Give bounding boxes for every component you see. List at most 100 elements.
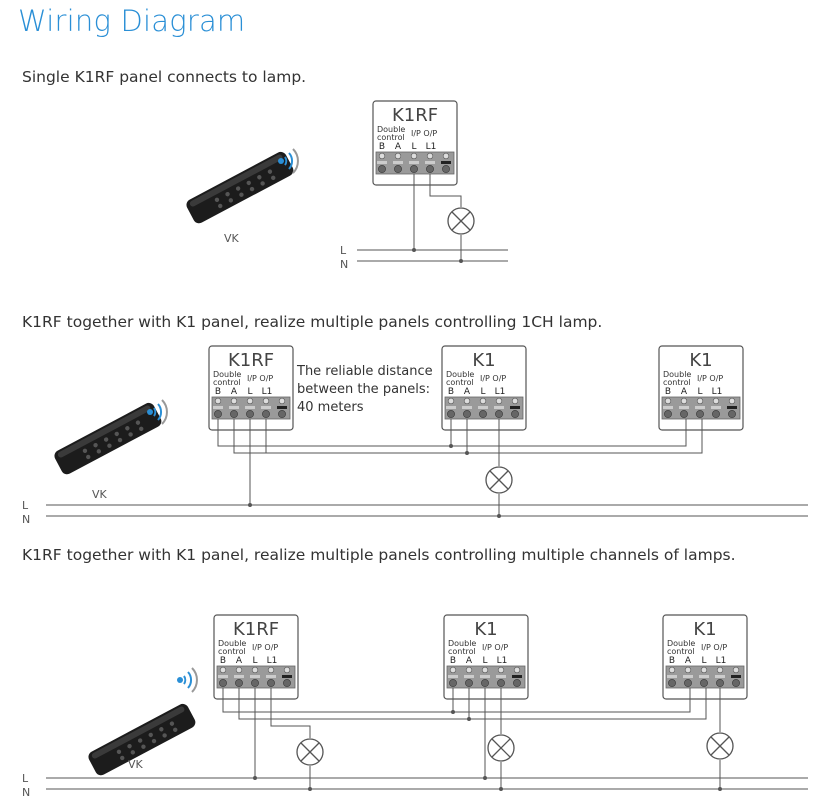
panel-name: K1 (689, 350, 712, 371)
terminal-label: A (685, 656, 692, 666)
control-label: control (377, 133, 405, 142)
terminal-label: L1 (712, 387, 723, 397)
remote-label: VK (92, 488, 108, 501)
line-label: L (340, 244, 347, 257)
terminal-label: L1 (426, 142, 437, 152)
terminal-label: L (701, 656, 706, 666)
terminal-block (211, 396, 291, 420)
lamp-channel-2 (487, 734, 515, 762)
terminal-label: L1 (267, 656, 278, 666)
distance-note-line1: The reliable distance (296, 364, 433, 379)
wires (357, 174, 508, 262)
terminal-label: L (480, 387, 485, 397)
signal-icon (147, 399, 168, 425)
panel-name: K1RF (233, 619, 279, 640)
neutral-label: N (340, 258, 348, 271)
terminal-label: L1 (262, 387, 273, 397)
caption-one-channel: K1RF together with K1 panel, realize mul… (22, 313, 603, 331)
remote-control (88, 703, 196, 776)
terminal-label: L (247, 387, 252, 397)
control-label: control (663, 378, 691, 387)
double-label: Double (667, 639, 695, 648)
panel-name: K1 (472, 350, 495, 371)
control-label: control (213, 378, 241, 387)
terminal-label: B (220, 656, 226, 666)
io-label: I/P O/P (247, 374, 273, 383)
terminal-label: A (464, 387, 471, 397)
terminal-block (444, 396, 524, 420)
double-label: Double (377, 125, 405, 134)
terminal-label: B (448, 387, 454, 397)
double-label: Double (446, 370, 474, 379)
control-label: control (448, 647, 476, 656)
io-label: I/P O/P (482, 643, 508, 652)
io-label: I/P O/P (252, 643, 278, 652)
terminal-label: B (669, 656, 675, 666)
io-label: I/P O/P (697, 374, 723, 383)
page-title: Wiring Diagram (18, 4, 246, 38)
remote-label: VK (224, 232, 240, 245)
terminal-block (375, 151, 455, 175)
io-label: I/P O/P (480, 374, 506, 383)
signal-icon (278, 148, 299, 174)
terminal-label: B (215, 387, 221, 397)
lamp (485, 466, 513, 494)
neutral-label: N (22, 513, 30, 526)
lamp-channel-3 (706, 732, 734, 760)
remote-control (54, 402, 162, 475)
line-label: L (22, 772, 29, 785)
control-label: control (446, 378, 474, 387)
terminal-label: A (231, 387, 238, 397)
lamp-channel-1 (296, 738, 324, 766)
double-label: Double (213, 370, 241, 379)
wires (46, 419, 808, 517)
double-label: Double (663, 370, 691, 379)
terminal-label: L1 (497, 656, 508, 666)
terminal-label: A (466, 656, 473, 666)
terminal-label: B (450, 656, 456, 666)
caption-single-panel: Single K1RF panel connects to lamp. (22, 68, 307, 86)
double-label: Double (448, 639, 476, 648)
wires (46, 688, 808, 790)
distance-note-line2: between the panels: (297, 382, 430, 397)
terminal-label: A (681, 387, 688, 397)
neutral-label: N (22, 786, 30, 799)
panel-name: K1RF (228, 350, 274, 371)
signal-icon (177, 667, 198, 693)
panel-name: K1 (693, 619, 716, 640)
remote-label: VK (128, 758, 144, 771)
terminal-block (216, 665, 296, 689)
terminal-label: L (697, 387, 702, 397)
terminal-block (446, 665, 526, 689)
control-label: control (218, 647, 246, 656)
terminal-block (665, 665, 745, 689)
terminal-label: L (482, 656, 487, 666)
line-label: L (22, 499, 29, 512)
remote-control (186, 151, 294, 224)
terminal-label: A (395, 142, 402, 152)
terminal-label: L1 (495, 387, 506, 397)
io-label: I/P O/P (411, 129, 437, 138)
terminal-label: B (379, 142, 385, 152)
control-label: control (667, 647, 695, 656)
terminal-label: B (665, 387, 671, 397)
terminal-label: L (411, 142, 416, 152)
terminal-block (661, 396, 741, 420)
lamp (447, 207, 475, 235)
terminal-label: A (236, 656, 243, 666)
io-label: I/P O/P (701, 643, 727, 652)
panel-name: K1RF (392, 105, 438, 126)
terminal-label: L (252, 656, 257, 666)
distance-note-line3: 40 meters (297, 400, 364, 415)
